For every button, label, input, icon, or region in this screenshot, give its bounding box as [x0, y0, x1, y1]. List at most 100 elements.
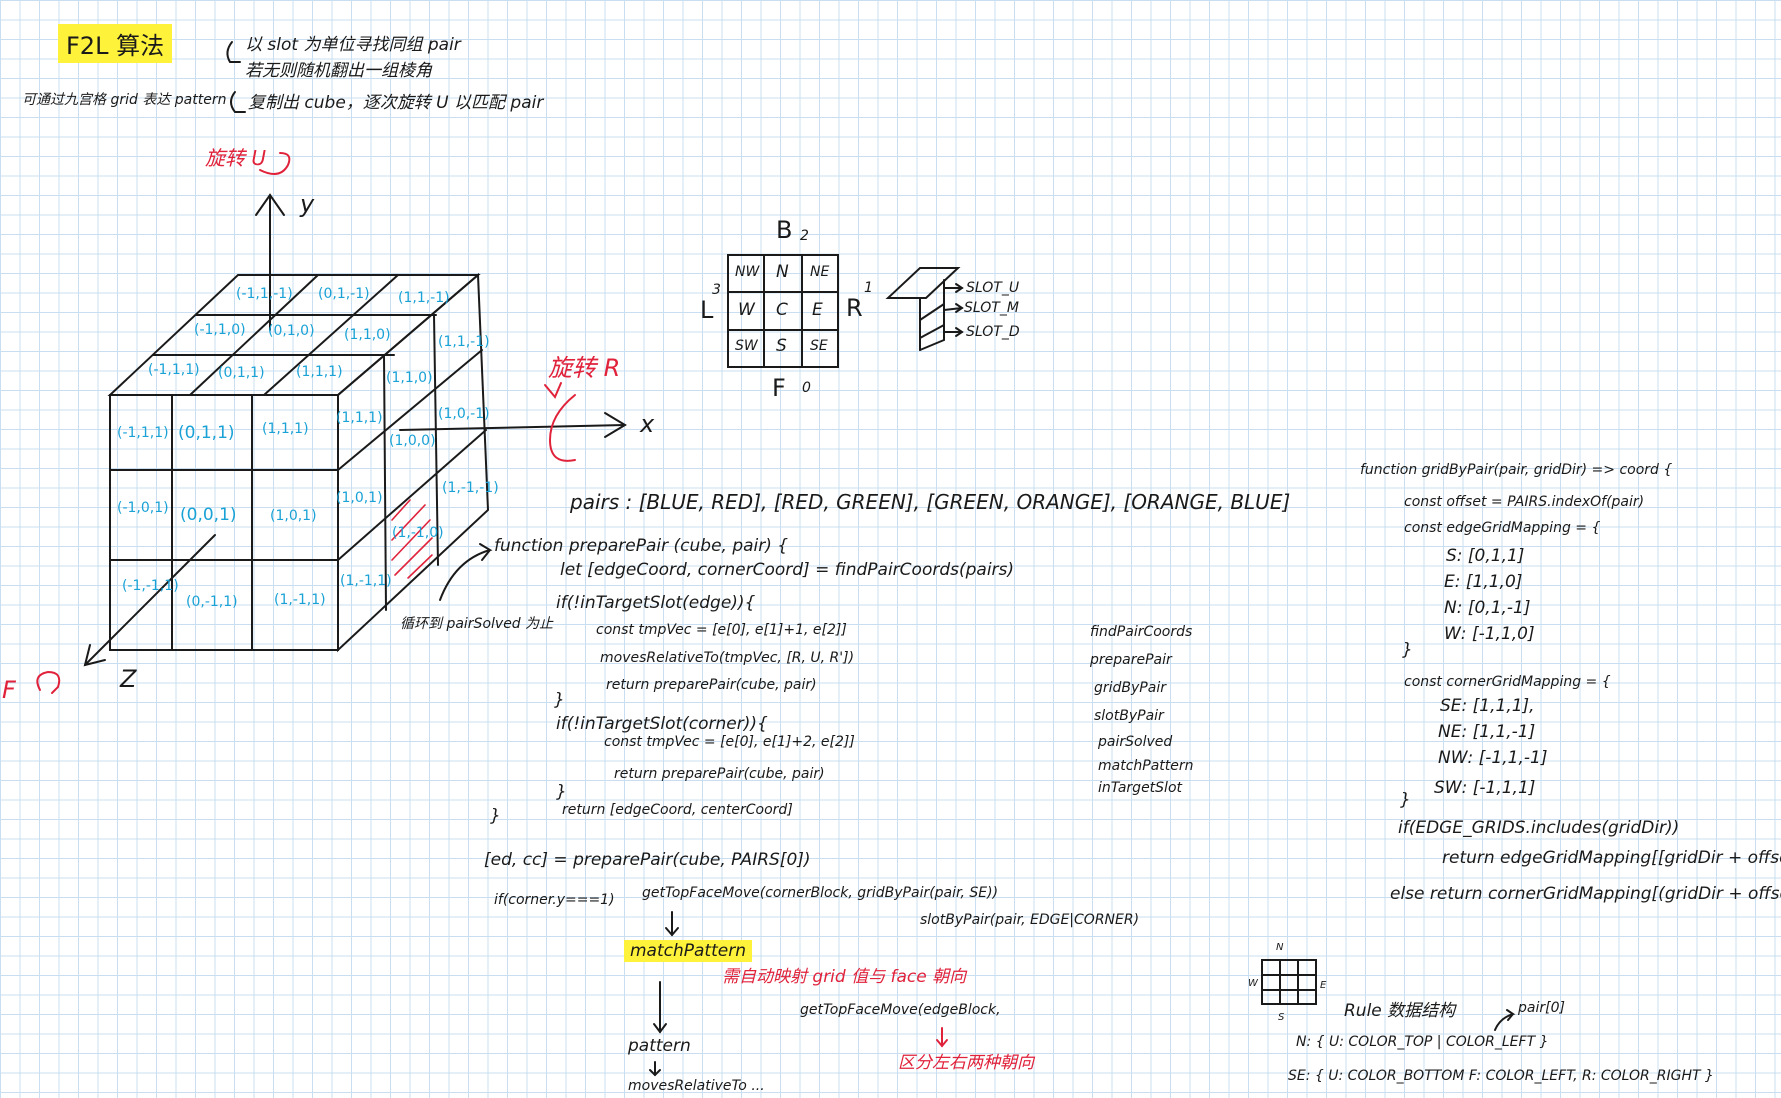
- code-line: const tmpVec = [e[0], e[1]+1, e[2]]: [596, 622, 847, 638]
- coord-label: (1,1,0): [344, 327, 391, 343]
- loop-note-arrow: [439, 543, 493, 601]
- coord-label: (1,-1,-1): [442, 480, 499, 496]
- compass-e: E: [1320, 980, 1327, 991]
- coord-label: (0,1,1): [178, 423, 235, 443]
- rule-title: Rule 数据结构: [1344, 1001, 1456, 1021]
- coord-label: (1,1,1): [296, 364, 343, 380]
- coord-label: (0,-1,1): [186, 594, 238, 610]
- coord-label: (-1,-1,1): [122, 578, 179, 594]
- grid-bottom-sub: 0: [802, 380, 811, 396]
- axis-z-label: Z: [120, 665, 137, 693]
- rule-line-se: SE: { U: COLOR_BOTTOM F: COLOR_LEFT, R: …: [1288, 1068, 1714, 1084]
- code-line: }: [556, 782, 567, 802]
- code-line: movesRelativeTo(tmpVec, [R, U, R']): [600, 650, 855, 666]
- code-line: let [edgeCoord, cornerCoord] = findPairC…: [560, 560, 1015, 580]
- coord-label: (1,1,-1): [398, 290, 450, 306]
- coord-label: (1,1,1): [262, 421, 309, 437]
- page-title: F2L 算法: [58, 24, 173, 63]
- code-line: if(!inTargetSlot(corner)){: [556, 714, 768, 734]
- grid-cell: NW: [735, 264, 760, 280]
- slot-sketch: [885, 267, 964, 351]
- coord-label: (1,0,1): [336, 490, 383, 506]
- code-call: if(corner.y===1): [494, 892, 615, 908]
- code-line: }: [554, 690, 565, 710]
- rule-line-n: N: { U: COLOR_TOP | COLOR_LEFT }: [1296, 1034, 1549, 1050]
- coord-label: (0,0,1): [180, 505, 237, 525]
- code-right-line: function gridByPair(pair, gridDir) => co…: [1360, 462, 1673, 478]
- coord-label: (1,-1,0): [392, 525, 444, 541]
- coord-label: (-1,1,-1): [236, 286, 293, 302]
- match-pattern-note: 需自动映射 grid 值与 face 朝向: [722, 967, 967, 987]
- code-right-line: const cornerGridMapping = {: [1404, 674, 1611, 690]
- code-line: if(!inTargetSlot(edge)){: [556, 593, 756, 613]
- code-right-line: else return cornerGridMapping[(gridDir +…: [1390, 884, 1781, 904]
- grid-cell: N: [776, 262, 789, 282]
- grid-cell: NE: [810, 264, 830, 280]
- code-call: [ed, cc] = preparePair(cube, PAIRS[0]): [484, 850, 811, 870]
- slot-label: SLOT_U: [966, 280, 1020, 296]
- code-right-line: SW: [-1,1,1]: [1434, 778, 1536, 798]
- fn-list-item: preparePair: [1090, 652, 1172, 668]
- code-call: slotByPair(pair, EDGE|CORNER): [920, 912, 1140, 928]
- grid-cell: SE: [810, 338, 828, 354]
- note-hook-2: [230, 91, 246, 113]
- code-right-line: S: [0,1,1]: [1446, 546, 1525, 566]
- coord-label: (-1,1,0): [194, 322, 246, 338]
- coord-label: (-1,1,1): [148, 362, 200, 378]
- compass-w: W: [1248, 978, 1258, 989]
- coord-label: (1,0,0): [389, 433, 436, 449]
- flow-arrows: [649, 911, 679, 1077]
- grid-bottom-label: F: [772, 374, 786, 402]
- axis-y-label: y: [300, 190, 315, 218]
- coord-label: (0,1,0): [268, 323, 315, 339]
- slot-label: SLOT_D: [966, 324, 1020, 340]
- note-copy-cube: 复制出 cube，逐次旋转 U 以匹配 pair: [248, 93, 544, 113]
- match-pattern-label: matchPattern: [624, 940, 752, 962]
- cube-axes: [83, 193, 627, 667]
- code-right-line: NE: [1,1,-1]: [1438, 722, 1536, 742]
- rotate-u-label: 旋转 U: [205, 146, 266, 170]
- code-right-line: }: [1402, 640, 1413, 660]
- grid-top-sub: 2: [800, 228, 809, 244]
- code-line: const tmpVec = [e[0], e[1]+2, e[2]]: [604, 734, 855, 750]
- note-slot: 以 slot 为单位寻找同组 pair: [245, 35, 461, 55]
- code-right-line: }: [1400, 790, 1411, 810]
- code-right-line: W: [-1,1,0]: [1444, 624, 1535, 644]
- grid-left-sub: 3: [712, 282, 721, 298]
- grid-cell: C: [776, 300, 788, 320]
- coord-label: (0,1,1): [218, 365, 265, 381]
- code-right-line: return edgeGridMapping[[gridDir + offset: [1442, 848, 1781, 868]
- coord-label: (1,1,-1): [438, 334, 490, 350]
- coord-label: (1,0,-1): [438, 406, 490, 422]
- note-random: 若无则随机翻出一组棱角: [245, 61, 432, 81]
- grid9-lines: [727, 254, 839, 368]
- grid-cell: SW: [735, 338, 758, 354]
- coord-label: (1,1,0): [386, 370, 433, 386]
- hatched-slot: [391, 499, 433, 579]
- code-line: return [edgeCoord, centerCoord]: [562, 802, 793, 818]
- fn-list-item: slotByPair: [1094, 708, 1164, 724]
- code-right-line: NW: [-1,1,-1]: [1438, 748, 1548, 768]
- grid-right-sub: 1: [864, 280, 873, 296]
- grid-top-label: B: [776, 216, 793, 244]
- grid-cell: E: [812, 300, 823, 320]
- cube-right-face: [337, 272, 490, 653]
- fn-list-item: gridByPair: [1094, 680, 1166, 696]
- coord-label: (1,-1,1): [274, 592, 326, 608]
- axis-x-label: x: [640, 410, 655, 438]
- code-line: function preparePair (cube, pair) {: [494, 536, 789, 556]
- code-line: return preparePair(cube, pair): [614, 766, 825, 782]
- code-line: }: [490, 806, 501, 826]
- grid-right-label: R: [846, 294, 863, 322]
- fn-list-item: pairSolved: [1098, 734, 1173, 750]
- code-right-line: E: [1,1,0]: [1444, 572, 1523, 592]
- pair-pointer-arrow: [1494, 1009, 1516, 1031]
- note-hook-1: [226, 41, 241, 63]
- code-line: pairs : [BLUE, RED], [RED, GREEN], [GREE…: [570, 490, 1291, 514]
- code-right-line: if(EDGE_GRIDS.includes(gridDir)): [1398, 818, 1680, 838]
- grid-cell: W: [738, 300, 755, 320]
- code-line: return preparePair(cube, pair): [606, 677, 817, 693]
- coord-label: (1,0,1): [270, 508, 317, 524]
- code-right-line: SE: [1,1,1],: [1440, 696, 1535, 716]
